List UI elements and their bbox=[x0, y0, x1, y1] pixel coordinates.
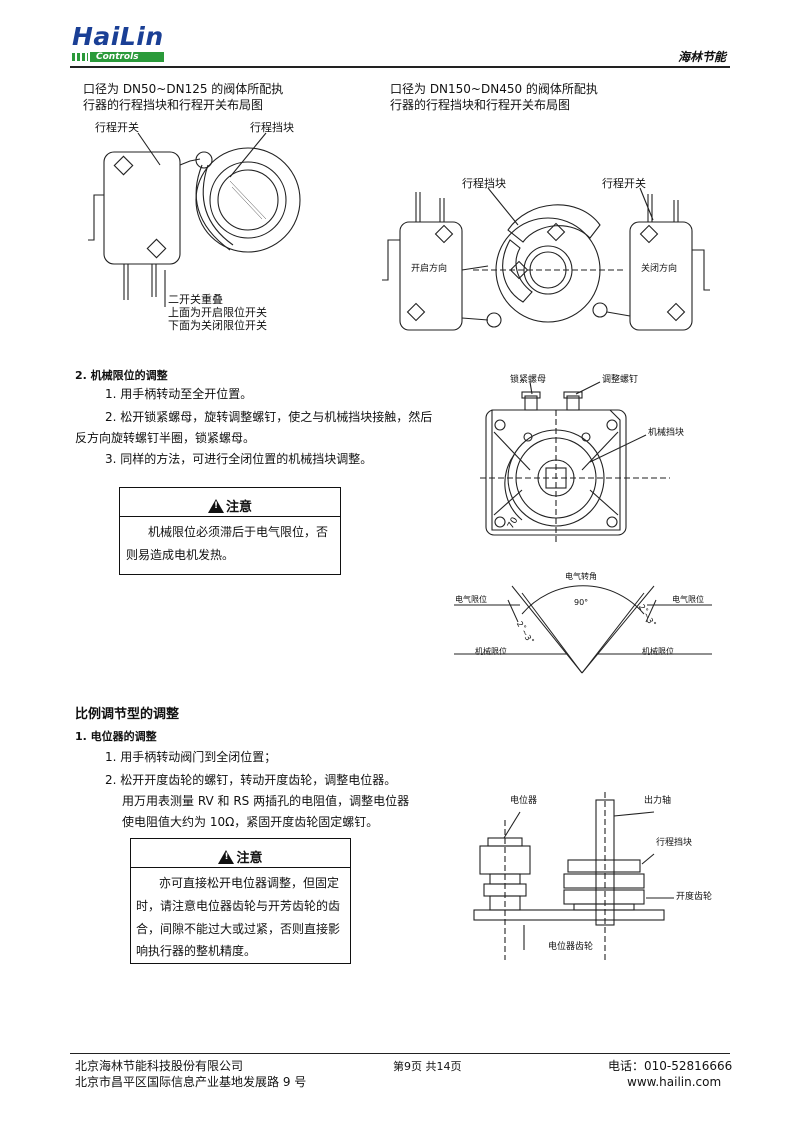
fig4-title: 电气转角 bbox=[565, 572, 597, 581]
prop-heading: 比例调节型的调整 bbox=[75, 707, 180, 722]
fig1-switch-layout-diagram bbox=[88, 132, 301, 307]
note1-box: 注意 机械限位必须滞后于电气限位，否 则易造成电机发热。 bbox=[119, 487, 341, 575]
prop-step2-line2: 用万用表测量 RV 和 RS 两插孔的电阻值，调整电位器 bbox=[122, 794, 410, 808]
warning-icon bbox=[207, 499, 224, 513]
warning-icon bbox=[218, 850, 235, 864]
fig1-note-line3: 下面为关闭限位开关 bbox=[168, 319, 267, 332]
fig1-note-line1: 二开关重叠 bbox=[168, 293, 223, 306]
fig5-label-pot: 电位器 bbox=[510, 796, 538, 806]
note1-title: 注意 bbox=[120, 496, 340, 515]
fig4-right-mech: 机械限位 bbox=[642, 647, 674, 656]
note2-rule bbox=[131, 867, 350, 868]
fig3-label-block: 机械挡块 bbox=[648, 428, 685, 438]
footer-web: www.hailin.com bbox=[627, 1075, 722, 1089]
prop-step1: 1. 用手柄转动阀门到全闭位置； bbox=[105, 750, 277, 764]
prop-step2-line3: 使电阻值大约为 10Ω，紧固开度齿轮固定螺钉。 bbox=[122, 815, 379, 829]
fig3-label-nut: 锁紧螺母 bbox=[510, 375, 547, 385]
fig4-angle: 90° bbox=[574, 598, 589, 607]
note2-box: 注意 亦可直接松开电位器调整，但固定 时，请注意电位器齿轮与开芳齿轮的齿 合，间… bbox=[130, 838, 351, 964]
mech-step3: 3. 同样的方法，可进行全闭位置的机械挡块调整。 bbox=[105, 452, 373, 466]
fig5-label-potgear: 电位器齿轮 bbox=[548, 942, 594, 952]
logo-sub-bar bbox=[90, 52, 164, 62]
note2-line3: 合，间隙不能过大或过紧，否则直接影 bbox=[136, 922, 341, 936]
fig2-label-switch: 行程开关 bbox=[602, 177, 646, 190]
note2-line4: 响执行器的整机精度。 bbox=[136, 944, 257, 958]
footer-address: 北京市昌平区国际信息产业基地发展路 9 号 bbox=[75, 1075, 307, 1089]
mech-step1: 1. 用手柄转动至全开位置。 bbox=[105, 387, 253, 401]
note1-rule bbox=[120, 516, 340, 517]
header-brand: 海林节能 bbox=[678, 50, 727, 64]
fig4-electrical-angle-diagram bbox=[454, 585, 712, 674]
fig4-left-mech: 机械限位 bbox=[475, 647, 507, 656]
footer-page: 第9页 共14页 bbox=[393, 1060, 462, 1073]
fig4-left-elec: 电气限位 bbox=[455, 595, 487, 604]
note2-title: 注意 bbox=[131, 847, 350, 866]
note1-line1: 机械限位必须滞后于电气限位，否 bbox=[148, 525, 329, 539]
fig1-caption-line2: 行器的行程挡块和行程开关布局图 bbox=[83, 98, 264, 112]
note1-title-text: 注意 bbox=[225, 500, 252, 515]
company-logo: HaiLin Controls bbox=[72, 22, 172, 66]
fig2-caption-line2: 行器的行程挡块和行程开关布局图 bbox=[390, 98, 571, 112]
fig3-mechanical-block-diagram bbox=[480, 381, 670, 545]
fig1-caption-line1: 口径为 DN50~DN125 的阀体所配执 bbox=[83, 82, 284, 96]
header-rule bbox=[70, 66, 730, 68]
fig1-label-block: 行程挡块 bbox=[250, 121, 294, 134]
fig5-potentiometer-diagram bbox=[473, 792, 674, 960]
footer-company: 北京海林节能科技股份有限公司 bbox=[75, 1059, 244, 1073]
note2-line2: 时，请注意电位器齿轮与开芳齿轮的齿 bbox=[136, 899, 341, 913]
mech-heading: 2. 机械限位的调整 bbox=[75, 369, 168, 382]
footer-rule bbox=[70, 1053, 730, 1054]
mech-step2-line1: 2. 松开锁紧螺母，旋转调整螺钉，使之与机械挡块接触，然后 bbox=[105, 410, 433, 424]
logo-wordmark: HaiLin bbox=[72, 22, 164, 51]
mech-step2-line2: 反方向旋转螺钉半圈，锁紧螺母。 bbox=[75, 431, 256, 445]
prop-sub-heading: 1. 电位器的调整 bbox=[75, 730, 157, 743]
note2-title-text: 注意 bbox=[236, 851, 263, 866]
fig1-label-switch: 行程开关 bbox=[95, 121, 139, 134]
fig2-label-open: 开启方向 bbox=[411, 264, 448, 274]
fig3-label-screw: 调整螺钉 bbox=[602, 375, 639, 385]
fig2-label-close: 关闭方向 bbox=[641, 264, 678, 274]
fig5-label-block: 行程挡块 bbox=[656, 838, 693, 848]
fig2-label-block: 行程挡块 bbox=[462, 177, 506, 190]
logo-stripes bbox=[72, 53, 88, 61]
fig2-caption-line1: 口径为 DN150~DN450 的阀体所配执 bbox=[390, 82, 598, 96]
footer-phone: 电话：010-52816666 bbox=[608, 1059, 733, 1073]
fig5-label-shaft: 出力轴 bbox=[644, 796, 672, 806]
fig2-switch-layout-diagram bbox=[382, 187, 710, 331]
note2-line1: 亦可直接松开电位器调整，但固定 bbox=[159, 876, 340, 890]
note1-line2: 则易造成电机发热。 bbox=[126, 548, 235, 562]
logo-subtext: Controls bbox=[96, 52, 139, 62]
fig1-note-line2: 上面为开启限位开关 bbox=[168, 306, 267, 319]
fig5-label-gear: 开度齿轮 bbox=[676, 892, 713, 902]
prop-step2-line1: 2. 松开开度齿轮的螺钉，转动开度齿轮，调整电位器。 bbox=[105, 773, 397, 787]
fig4-right-elec: 电气限位 bbox=[672, 595, 704, 604]
